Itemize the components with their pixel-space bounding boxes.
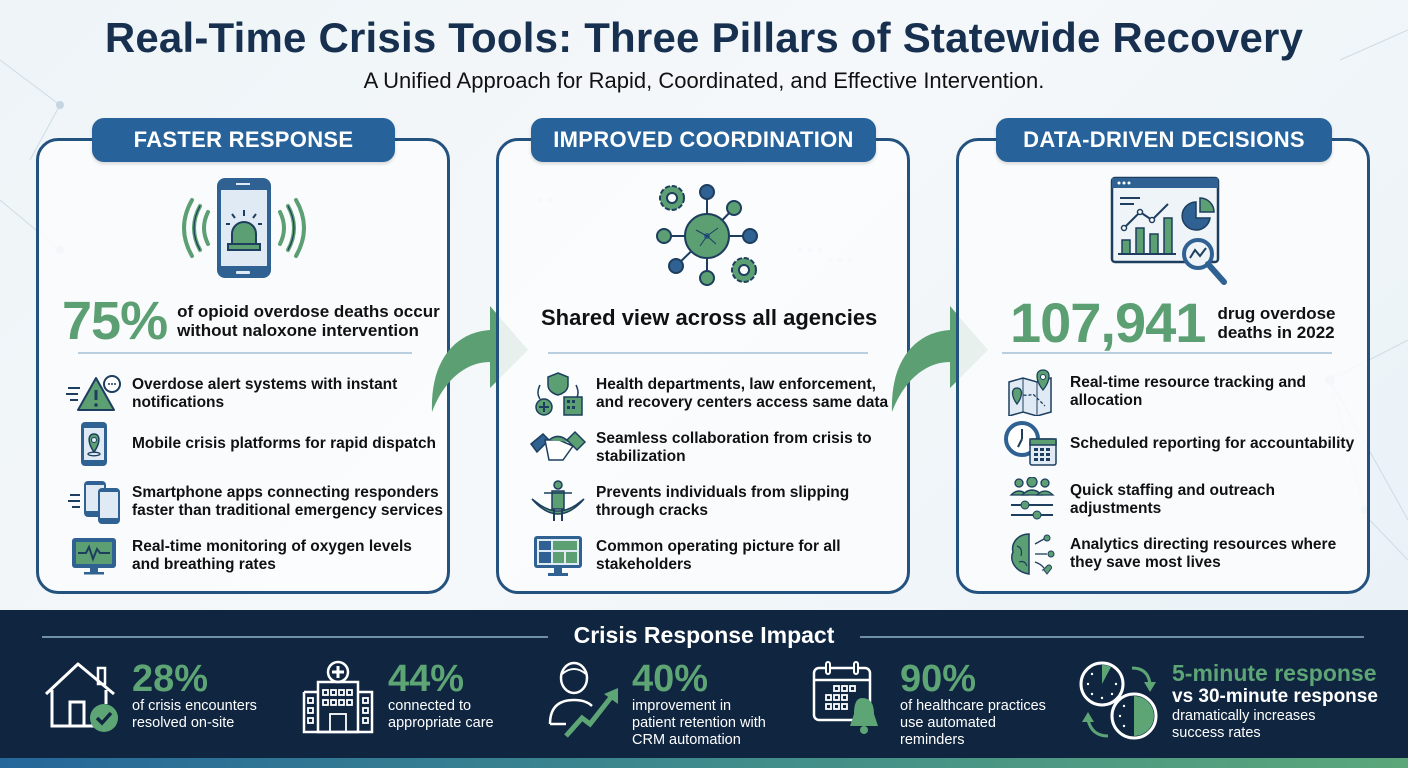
impact-stat-line: success rates [1172,725,1261,741]
list-item-text-line2: adjustments [1070,500,1162,517]
pillar-title-faster-response: FASTER RESPONSE [92,118,395,162]
list-item-text-line1: Prevents individuals from slipping [596,484,850,501]
stat-text-line1: drug overdose [1217,303,1336,323]
analytics-dashboard-icon [1110,176,1227,285]
impact-stat-line: CRM automation [632,732,741,748]
impact-stat-patient-retention: 40% improvement in patient retention wit… [546,660,766,749]
list-item-text-line2: through cracks [596,502,708,519]
smartphones-icon [68,481,120,524]
impact-stat-automated-reminders: 90% of healthcare practices use automate… [812,660,1046,749]
pillar-stat-faster-response: 75% of opioid overdose deaths occur with… [62,290,440,352]
list-item-text-line1: Overdose alert systems with instant [132,376,398,393]
divider [548,352,868,354]
list-item-text-line2: stabilization [596,448,686,465]
calendar-bell-icon [812,661,878,734]
impact-stat-line: of crisis encounters [132,698,257,714]
list-item-text-line2: allocation [1070,392,1143,409]
stat-value: 75% [62,291,168,351]
brain-analytics-icon [1011,533,1055,575]
agencies-icon [535,372,583,416]
stat-value: 107,941 [1010,291,1206,354]
clock-calendar-icon [1004,421,1057,466]
list-item: Scheduled reporting for accountability [1002,421,1355,466]
list-item-text-line2: stakeholders [596,556,692,573]
list-item-text-line2: notifications [132,394,225,411]
list-item-text-line1: Seamless collaboration from crisis to [596,430,872,447]
impact-stat-resolved-on-site: 28% of crisis encounters resolved on-sit… [42,660,257,734]
list-item-text-line1: Common operating picture for all [596,538,841,555]
handshake-icon [529,430,587,461]
impact-stat-value: 40% [632,658,709,700]
impact-stat-line: dramatically increases [1172,708,1316,724]
impact-stat-subvalue: vs 30-minute response [1172,686,1378,707]
impact-stat-line: reminders [900,732,965,748]
list-item-text-line2: they save most lives [1070,554,1221,571]
impact-stat-response-time: 5-minute response vs 30-minute response … [1078,660,1378,742]
impact-stat-line: use automated [900,715,996,731]
list-item-text-line1: Analytics directing resources where [1070,536,1337,553]
page-subtitle: A Unified Approach for Rapid, Coordinate… [363,68,1045,93]
pillar-stat-improved-coordination: Shared view across all agencies [541,305,878,330]
impact-divider-right [860,636,1364,638]
map-pins-icon [1008,369,1052,416]
list-item-text-line1: Real-time resource tracking and [1070,374,1307,391]
list-item-text-line1: Health departments, law enforcement, [596,376,876,393]
impact-stat-value: 5-minute response [1172,660,1377,686]
list-item: Health departments, law enforcement,and … [528,372,888,416]
list-item-text-line2: and recovery centers access same data [596,394,889,411]
list-item-text-line2: and breathing rates [132,556,276,573]
person-growth-icon [548,661,618,738]
impact-stat-line: of healthcare practices [900,698,1046,714]
mobile-location-icon [81,422,107,466]
impact-stat-line: improvement in [632,698,732,714]
list-item-text-line2: faster than traditional emergency servic… [132,502,443,519]
network-gears-icon [656,184,758,286]
stat-text-line2: without naloxone intervention [177,321,419,340]
impact-stat-line: appropriate care [388,715,494,731]
impact-stat-value: 44% [388,658,465,700]
stat-text-line2: deaths in 2022 [1217,322,1335,342]
pillar-stat-data-driven-decisions: 107,941 drug overdose deaths in 2022 [1010,290,1336,355]
list-item-text-line1: Quick staffing and outreach [1070,482,1275,499]
staff-sliders-icon [1009,477,1055,520]
impact-stat-value: 28% [132,658,209,700]
clocks-cycle-icon [1079,661,1158,740]
divider [1002,352,1332,354]
impact-stat-line: patient retention with [632,715,766,731]
impact-gradient-bar [0,758,1408,768]
list-item: Mobile crisis platforms for rapid dispat… [64,422,436,466]
pillar-title-improved-coordination: IMPROVED COORDINATION [531,118,876,162]
impact-panel [0,610,1408,758]
impact-stat-line: connected to [388,698,472,714]
pillar-title-data-driven-decisions: DATA-DRIVEN DECISIONS [996,118,1332,162]
list-item-text-line1: Mobile crisis platforms for rapid dispat… [132,435,437,452]
page-title: Real-Time Crisis Tools: Three Pillars of… [104,14,1304,61]
house-check-icon [44,662,118,732]
alert-warning-icon [66,375,121,411]
list-item-text-line1: Smartphone apps connecting responders [132,484,439,501]
heart-monitor-icon [72,538,116,575]
impact-stat-connected-to-care: 44% connected to appropriate care [300,660,494,736]
impact-stat-line: resolved on-site [132,715,235,731]
impact-divider-left [42,636,548,638]
list-item-text-line1: Real-time monitoring of oxygen levels [132,538,412,555]
list-item-text-line1: Scheduled reporting for accountability [1070,435,1355,452]
safety-net-icon [531,480,585,521]
divider [78,352,412,354]
phone-alarm-icon [182,178,306,278]
dashboard-monitor-icon [534,536,582,576]
hospital-icon [302,660,374,734]
stat-text-line1: of opioid overdose deaths occur [177,302,440,321]
impact-title: Crisis Response Impact [573,622,835,648]
impact-stat-value: 90% [900,658,977,700]
